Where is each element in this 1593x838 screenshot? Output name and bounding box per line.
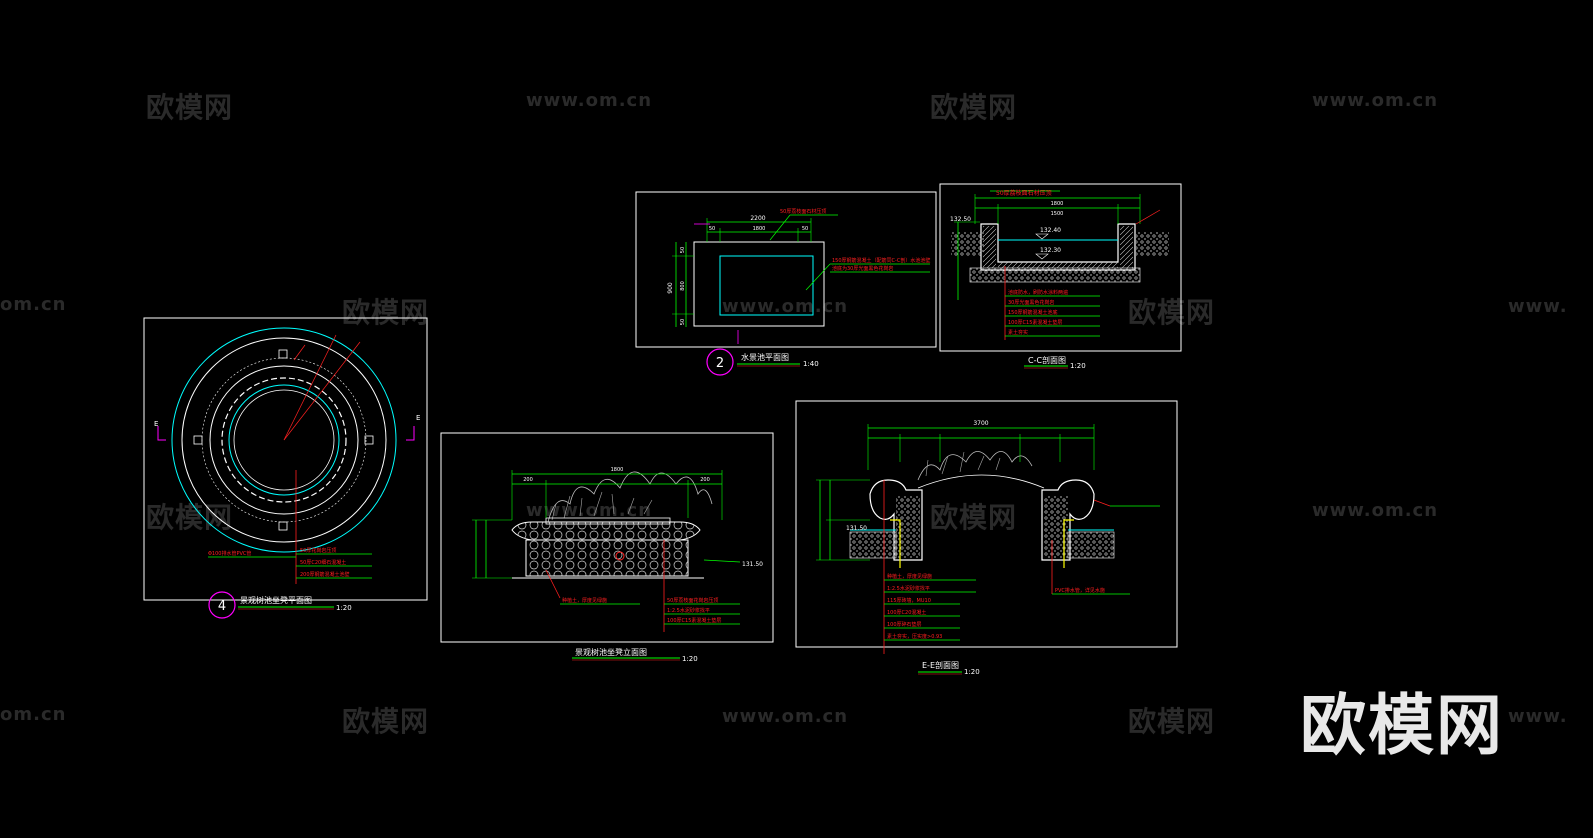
annotation-text: 素土夯实，压实度>0.93 [887,633,942,640]
watermark-url: www.om.cn [526,500,653,521]
annotation-text: 200厚钢筋混凝土池壁 [300,571,350,578]
drawing-scale: 1:20 [336,604,352,612]
section-mark: E [416,414,420,422]
dim-text: 3700 [973,420,988,427]
section-cc-drawing: 132.50 132.40 132.30 50厚荔枝面石材压顶 1800 150… [939,183,1182,370]
watermark-cn: 欧模网 [342,705,430,738]
drawing-scale: 1:20 [1070,362,1086,370]
watermark-cn: 欧模网 [1128,296,1216,329]
drawing-title: 水景池平面图 [741,352,789,362]
annotation-text: 150厚钢筋混凝土池底 [1008,309,1058,316]
drawing-scale: 1:20 [964,668,980,676]
drawing-title: 景观树池坐凳立面图 [575,647,647,657]
dim-text: 1500 [1051,211,1064,217]
watermark-url: www.om.cn [1312,90,1439,111]
watermark-cn: 欧模网 [342,296,430,329]
annotation-text: 种植土，厚度见绿施 [562,597,607,604]
dim-text: 50 [680,319,686,325]
annotation-text: 30厚光面黑色花岗岩 [1008,299,1054,306]
dim-text: 1800 [753,226,766,232]
watermark-url: www.om.cn [722,296,849,317]
section-mark: E [154,420,158,428]
watermark-url: www.om.cn [1312,500,1439,521]
watermark-cn: 欧模网 [930,91,1018,124]
annotation-text: 1:2.5水泥砂浆找平 [887,585,930,592]
watermark-cn: 欧模网 [146,91,234,124]
drawing-number: 2 [716,356,724,371]
dim-text: 50 [680,247,686,253]
annotation-text: PVC排水管，详见水施 [1055,587,1105,594]
plan-flower-drawing: E E Φ100排水管PVC管 50厚花岗岩压顶 50厚C20细石混凝土 200… [143,317,428,619]
drawing-title: C-C剖面图 [1028,355,1066,365]
annotation-text: 50厚花岗岩压顶 [300,547,336,554]
annotation-text: Φ100排水管PVC管 [208,550,251,557]
plan-fountain-drawing: 2 水景池平面图 1:40 2200 50 1800 50 900 50 800… [635,191,937,376]
level-text: 132.30 [1040,247,1061,254]
dim-text: 50 [802,226,808,232]
annotation-text: 素土夯实 [1008,329,1028,336]
watermark-cn: 欧模网 [1128,705,1216,738]
annotation-text: 50厚C20细石混凝土 [300,559,346,566]
annotation-text: 100厚C15素混凝土垫层 [1008,319,1062,326]
annotation-text: 115厚砖墙，MU10 [887,597,931,604]
dim-text: 200 [700,477,710,483]
annotation-text: 150厚钢筋混凝土（配筋同C-C剖）水池池壁 [832,257,930,264]
annotation-text: 种植土，厚度见绿施 [887,573,932,580]
watermark-url: om.cn [0,704,67,725]
level-text: 132.40 [1040,227,1061,234]
dim-text: 2200 [750,215,765,222]
annotation-text: 50厚荔枝面石材压顶 [996,189,1052,197]
watermark-url: www. [1508,706,1568,727]
annotation-text: 100厚C20混凝土 [887,609,926,616]
watermark-url: om.cn [0,294,67,315]
drawing-number: 4 [218,599,226,614]
drawing-title: E-E剖面图 [922,660,959,670]
dim-text: 1800 [611,467,624,473]
drawing-scale: 1:20 [682,655,698,663]
annotation-text: 1:2.5水泥砂浆找平 [667,607,710,614]
section-ee-drawing: 3700 131.50 [795,400,1178,676]
watermark-url: www.om.cn [722,706,849,727]
level-text: 131.50 [846,525,867,532]
level-text: 132.50 [950,216,971,223]
dim-text: 200 [523,477,533,483]
level-text: 131.50 [742,561,763,568]
dim-text: 50 [709,226,715,232]
dim-text: 800 [680,281,686,291]
watermark-url: www. [1508,296,1568,317]
annotation-text: 100厚碎石垫层 [887,621,922,628]
drawing-title: 景观树池坐凳平面图 [240,595,312,605]
brand-logo: 欧模网 [1300,687,1504,764]
watermark-url: www.om.cn [526,90,653,111]
dim-text: 1800 [1051,201,1064,207]
annotation-text: 100厚C15素混凝土垫层 [667,617,721,624]
drawing-scale: 1:40 [803,360,819,368]
annotation-text: 50厚荔枝面石材压顶 [780,208,826,215]
watermark-cn: 欧模网 [930,501,1018,534]
annotation-text: 池底防水，刷防水涂料两遍 [1008,289,1068,296]
annotation-text: 池底为30厚光面黑色花岗岩 [832,265,893,272]
elev-flower-drawing: 131.50 200 1800 200 种植土，厚度见绿施 50厚荔枝面花岗岩压… [440,432,774,663]
annotation-text: 50厚荔枝面花岗岩压顶 [667,597,718,604]
dim-text: 900 [667,282,674,294]
